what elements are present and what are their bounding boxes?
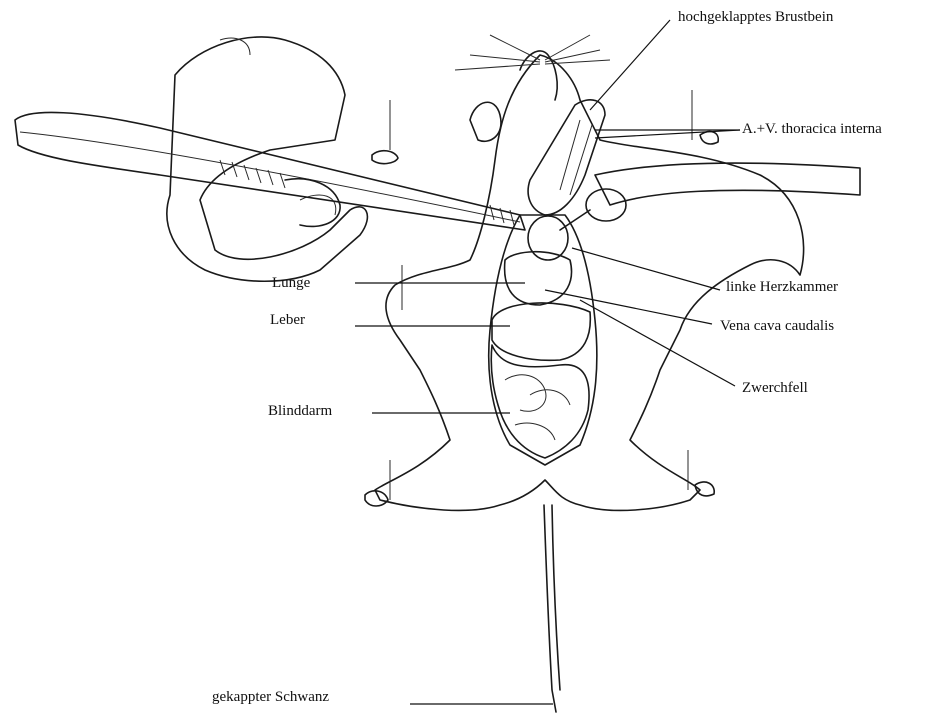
tail (544, 505, 560, 712)
paws (365, 131, 718, 506)
label-tail: gekappter Schwanz (212, 690, 329, 705)
hand-fingers (285, 179, 340, 227)
dissection-pins (390, 90, 692, 500)
body-cavity (489, 215, 597, 465)
intestine-shape (491, 345, 589, 458)
forceps (15, 112, 525, 230)
label-thoracic-vessels: A.+V. thoracica interna (742, 122, 882, 137)
label-liver: Leber (270, 313, 305, 328)
label-cecum: Blinddarm (268, 404, 332, 419)
label-vena-cava: Vena cava caudalis (720, 319, 834, 334)
sternum-flap (528, 100, 605, 215)
mouse-body (375, 35, 804, 510)
label-lung: Lunge (272, 276, 310, 291)
hand-drawing (167, 37, 368, 281)
lung-shape (505, 252, 572, 305)
label-diaphragm: Zwerchfell (742, 381, 808, 396)
label-left-ventricle: linke Herzkammer (726, 280, 838, 295)
liver-shape (492, 303, 590, 360)
label-sternum: hochgeklapptes Brustbein (678, 10, 833, 25)
heart-shape (528, 216, 568, 260)
cannula-tube (560, 163, 860, 230)
